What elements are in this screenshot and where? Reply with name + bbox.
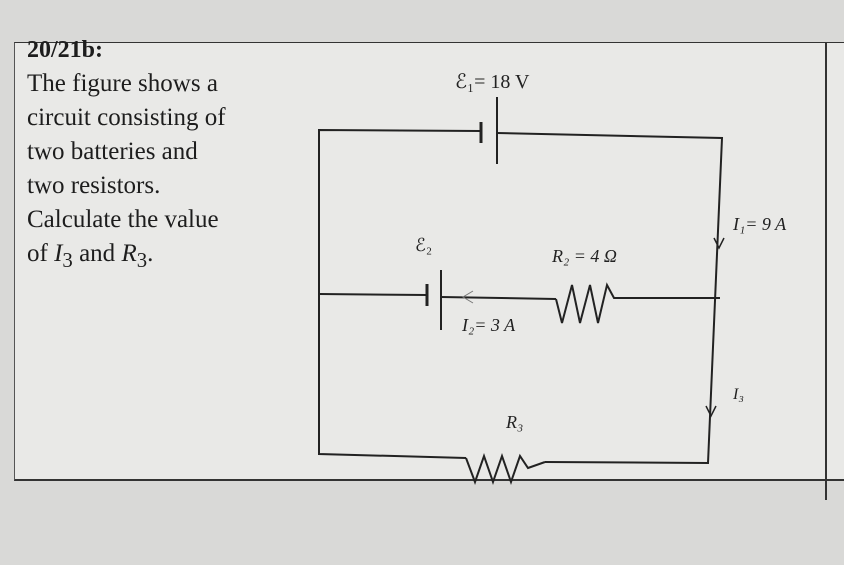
emf1-label: ℰ₁= 18 V bbox=[455, 71, 530, 93]
line-text: . bbox=[147, 240, 154, 267]
emf2-label: ℰ₂ bbox=[415, 235, 432, 255]
r3-label: R₃ bbox=[505, 412, 523, 432]
problem-title: 20/21b: bbox=[27, 37, 104, 63]
problem-text: 20/21b: The figure shows a circuit consi… bbox=[27, 33, 282, 277]
wire-top-right bbox=[496, 132, 724, 465]
unknown-r3: R bbox=[121, 240, 137, 267]
resistor-r3 bbox=[465, 452, 546, 486]
problem-line: circuit consisting of bbox=[27, 104, 226, 131]
line-text: of bbox=[27, 240, 48, 267]
arrow-i2 bbox=[462, 290, 474, 304]
problem-line: Calculate the value bbox=[27, 206, 219, 233]
arrow-i1 bbox=[713, 237, 725, 250]
problem-line: of I3 and R3. bbox=[27, 237, 282, 277]
wire-middle bbox=[440, 296, 557, 300]
problem-line: The figure shows a bbox=[27, 70, 218, 97]
i1-label: I₁= 9 A bbox=[732, 214, 787, 234]
line-text: and bbox=[79, 240, 116, 267]
r2-label: R₂ = 4 Ω bbox=[551, 246, 617, 266]
problem-line: two resistors. bbox=[27, 172, 161, 199]
problem-line: two batteries and bbox=[27, 135, 282, 169]
line-text: two batteries and bbox=[27, 138, 198, 165]
unknown-i3: I bbox=[54, 240, 63, 267]
wire-middle-left bbox=[318, 293, 428, 296]
document-sheet bbox=[14, 42, 844, 481]
arrow-i3 bbox=[705, 405, 717, 418]
i2-label: I₂= 3 A bbox=[461, 315, 516, 335]
i3-label: I₃ bbox=[732, 386, 744, 403]
subscript: 3 bbox=[136, 248, 148, 272]
page-border bbox=[825, 42, 827, 500]
subscript: 3 bbox=[62, 248, 73, 272]
wire-top bbox=[318, 128, 482, 459]
resistor-r2 bbox=[555, 282, 720, 324]
